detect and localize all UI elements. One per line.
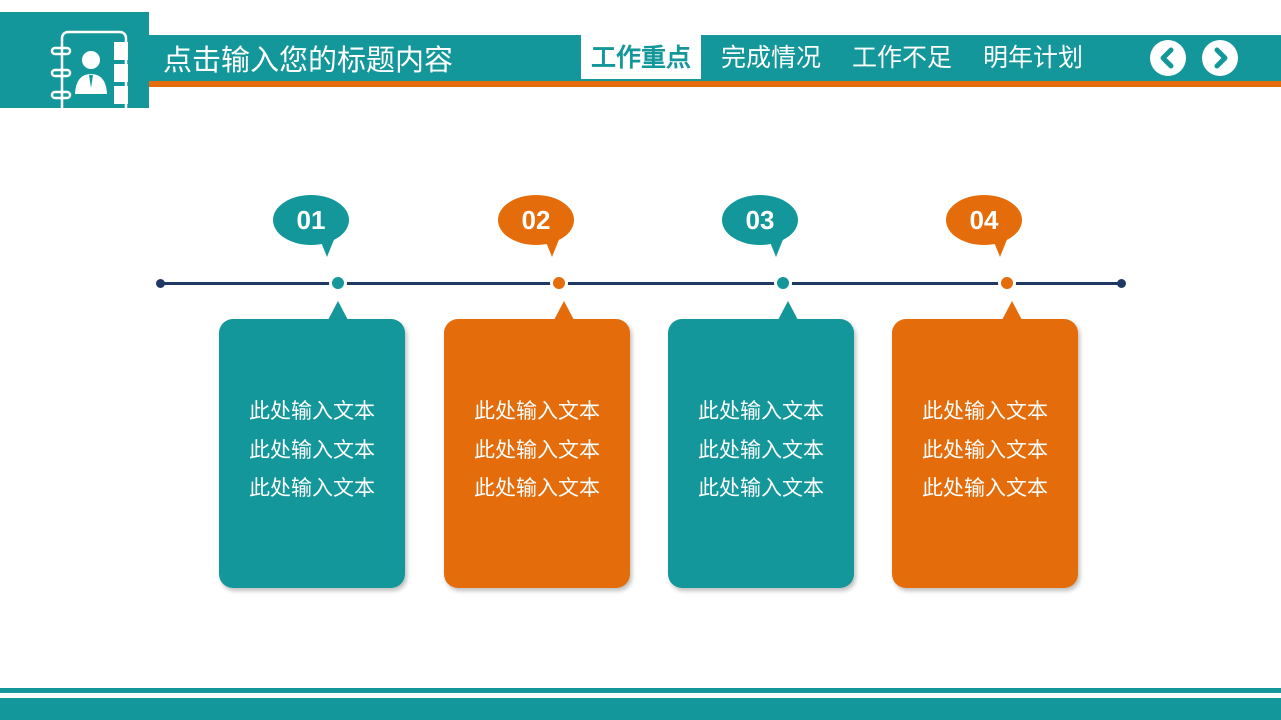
card-line: 此处输入文本 — [474, 476, 600, 500]
bubble-pointer — [319, 237, 335, 257]
step-number-bubble: 04 — [946, 195, 1022, 245]
timeline-start-dot — [156, 279, 165, 288]
card-line: 此处输入文本 — [474, 437, 600, 462]
timeline-node — [774, 274, 792, 292]
card-text: 此处输入文本 此处输入文本 此处输入文本 — [668, 392, 854, 508]
tab-completion-status[interactable]: 完成情况 — [721, 43, 822, 72]
logo-box — [0, 12, 149, 116]
card-line: 此处输入文本 — [922, 437, 1048, 462]
footer-bar — [0, 698, 1281, 720]
card-line: 此处输入文本 — [922, 399, 1048, 423]
card-pointer — [554, 301, 574, 320]
step-number-bubble: 03 — [722, 195, 798, 245]
contact-book-icon — [50, 30, 128, 116]
bubble-pointer — [544, 237, 560, 257]
card-text: 此处输入文本 此处输入文本 此处输入文本 — [444, 392, 630, 508]
card-line: 此处输入文本 — [698, 399, 824, 423]
header-bar — [149, 35, 1281, 81]
timeline-node — [998, 274, 1016, 292]
chevron-right-icon — [1214, 47, 1228, 69]
card-pointer — [328, 301, 348, 320]
card-line: 此处输入文本 — [249, 437, 375, 462]
prev-button[interactable] — [1150, 40, 1186, 76]
header-accent-line — [149, 81, 1281, 87]
tab-shortcomings[interactable]: 工作不足 — [852, 43, 953, 72]
card-line: 此处输入文本 — [249, 476, 375, 500]
step-card: 此处输入文本 此处输入文本 此处输入文本 — [892, 319, 1078, 588]
card-line: 此处输入文本 — [249, 399, 375, 423]
bubble-pointer — [992, 237, 1008, 257]
card-text: 此处输入文本 此处输入文本 此处输入文本 — [892, 392, 1078, 508]
step-card: 此处输入文本 此处输入文本 此处输入文本 — [668, 319, 854, 588]
timeline-end-dot — [1117, 279, 1126, 288]
card-text: 此处输入文本 此处输入文本 此处输入文本 — [219, 392, 405, 508]
footer-thin-line — [0, 688, 1281, 693]
timeline-line — [160, 282, 1122, 285]
tab-next-year-plan[interactable]: 明年计划 — [983, 43, 1084, 72]
bubble-pointer — [768, 237, 784, 257]
card-line: 此处输入文本 — [698, 437, 824, 462]
card-line: 此处输入文本 — [698, 476, 824, 500]
card-line: 此处输入文本 — [474, 399, 600, 423]
step-card: 此处输入文本 此处输入文本 此处输入文本 — [219, 319, 405, 588]
card-pointer — [1002, 301, 1022, 320]
timeline-node — [550, 274, 568, 292]
page-title: 点击输入您的标题内容 — [163, 43, 454, 77]
tab-work-focus[interactable]: 工作重点 — [581, 35, 702, 79]
step-number-bubble: 01 — [273, 195, 349, 245]
card-line: 此处输入文本 — [922, 476, 1048, 500]
step-card: 此处输入文本 此处输入文本 此处输入文本 — [444, 319, 630, 588]
chevron-left-icon — [1160, 47, 1174, 69]
next-button[interactable] — [1202, 40, 1238, 76]
card-pointer — [778, 301, 798, 320]
timeline-node — [329, 274, 347, 292]
step-number-bubble: 02 — [498, 195, 574, 245]
